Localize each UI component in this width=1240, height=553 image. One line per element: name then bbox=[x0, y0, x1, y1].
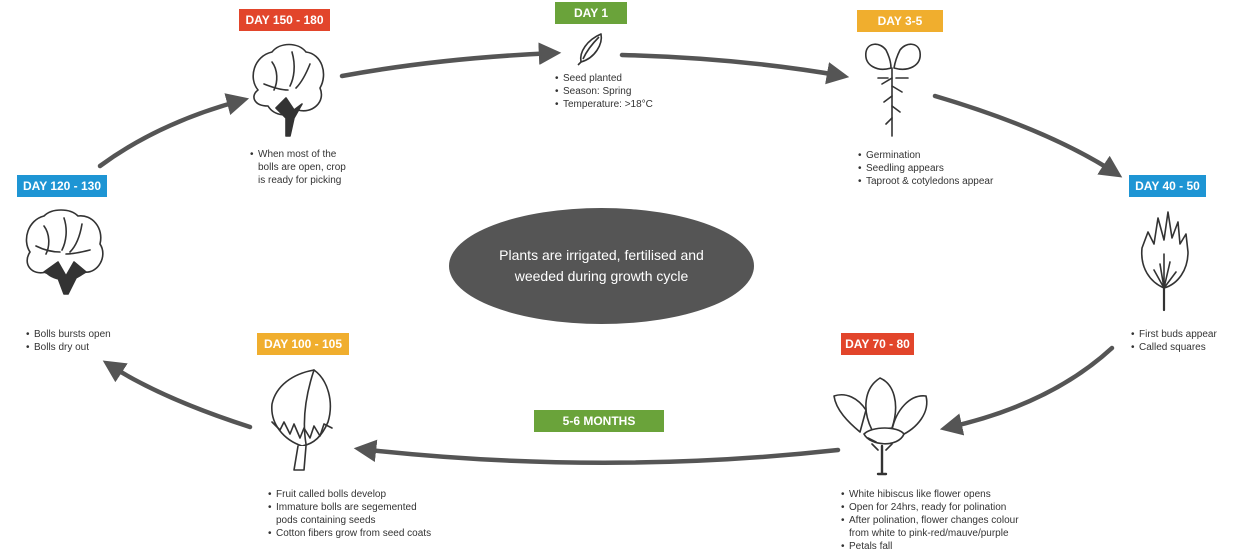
note: Germination bbox=[858, 149, 1028, 162]
stage-notes-day-150-180: When most of the bolls are open, crop is… bbox=[250, 148, 360, 187]
note: When most of the bbox=[250, 148, 360, 161]
note: pods containing seeds bbox=[276, 515, 376, 526]
note: Temperature: >18°C bbox=[555, 98, 695, 111]
stage-label-day-3-5: DAY 3-5 bbox=[857, 10, 943, 32]
note: First buds appear bbox=[1131, 328, 1239, 341]
note: White hibiscus like flower opens bbox=[841, 488, 1051, 501]
note: Immature bolls are segemented bbox=[268, 501, 448, 514]
note: Taproot & cotyledons appear bbox=[858, 175, 1028, 188]
duration-label: 5-6 MONTHS bbox=[534, 410, 664, 432]
note: Seed planted bbox=[555, 72, 695, 85]
note: from white to pink-red/mauve/purple bbox=[849, 528, 1009, 539]
boll-icon bbox=[271, 369, 333, 471]
arrow-day120-to-day150 bbox=[97, 93, 250, 169]
note: is ready for picking bbox=[258, 175, 342, 186]
stage-label-day-100-105: DAY 100 - 105 bbox=[257, 333, 349, 355]
bud-icon bbox=[1140, 211, 1189, 312]
stage-notes-day-120-130: Bolls bursts open Bolls dry out bbox=[26, 328, 136, 354]
arrow-day150-to-day1 bbox=[339, 42, 562, 79]
stage-label-day-70-80: DAY 70 - 80 bbox=[841, 333, 914, 355]
note: After polination, flower changes colour bbox=[841, 514, 1051, 527]
note: bolls are open, crop bbox=[258, 162, 346, 173]
stage-notes-day-70-80: White hibiscus like flower opens Open fo… bbox=[841, 488, 1051, 553]
stage-label-day-120-130: DAY 120 - 130 bbox=[17, 175, 107, 197]
note: Fruit called bolls develop bbox=[268, 488, 448, 501]
stage-label-day-1: DAY 1 bbox=[555, 2, 627, 24]
note: Bolls dry out bbox=[26, 341, 136, 354]
seedling-icon bbox=[865, 43, 921, 137]
flower-icon bbox=[833, 377, 928, 476]
note: Bolls bursts open bbox=[26, 328, 136, 341]
stage-label-day-150-180: DAY 150 - 180 bbox=[239, 9, 330, 31]
arrow-day70-to-day100 bbox=[353, 439, 841, 465]
seed-icon bbox=[577, 33, 603, 66]
stage-notes-day-1: Seed planted Season: Spring Temperature:… bbox=[555, 72, 695, 111]
note: Seedling appears bbox=[858, 162, 1028, 175]
cotton-ready-icon bbox=[252, 43, 325, 137]
stage-notes-day-100-105: Fruit called bolls develop Immature boll… bbox=[268, 488, 448, 540]
arrow-day40-to-day70 bbox=[939, 345, 1115, 436]
center-note: Plants are irrigated, fertilised and wee… bbox=[449, 208, 754, 324]
note: Petals fall bbox=[841, 540, 1051, 553]
arrow-day3-to-day40 bbox=[932, 93, 1123, 178]
stage-notes-day-40-50: First buds appear Called squares bbox=[1131, 328, 1239, 354]
arrow-day100-to-day120 bbox=[102, 360, 253, 430]
note: Season: Spring bbox=[555, 85, 695, 98]
stage-notes-day-3-5: Germination Seedling appears Taproot & c… bbox=[858, 149, 1028, 188]
note: Called squares bbox=[1131, 341, 1239, 354]
open-boll-icon bbox=[25, 209, 104, 295]
note: Cotton fibers grow from seed coats bbox=[268, 527, 448, 540]
stage-label-day-40-50: DAY 40 - 50 bbox=[1129, 175, 1206, 197]
note: Open for 24hrs, ready for polination bbox=[841, 501, 1051, 514]
arrow-day1-to-day3 bbox=[619, 52, 850, 85]
